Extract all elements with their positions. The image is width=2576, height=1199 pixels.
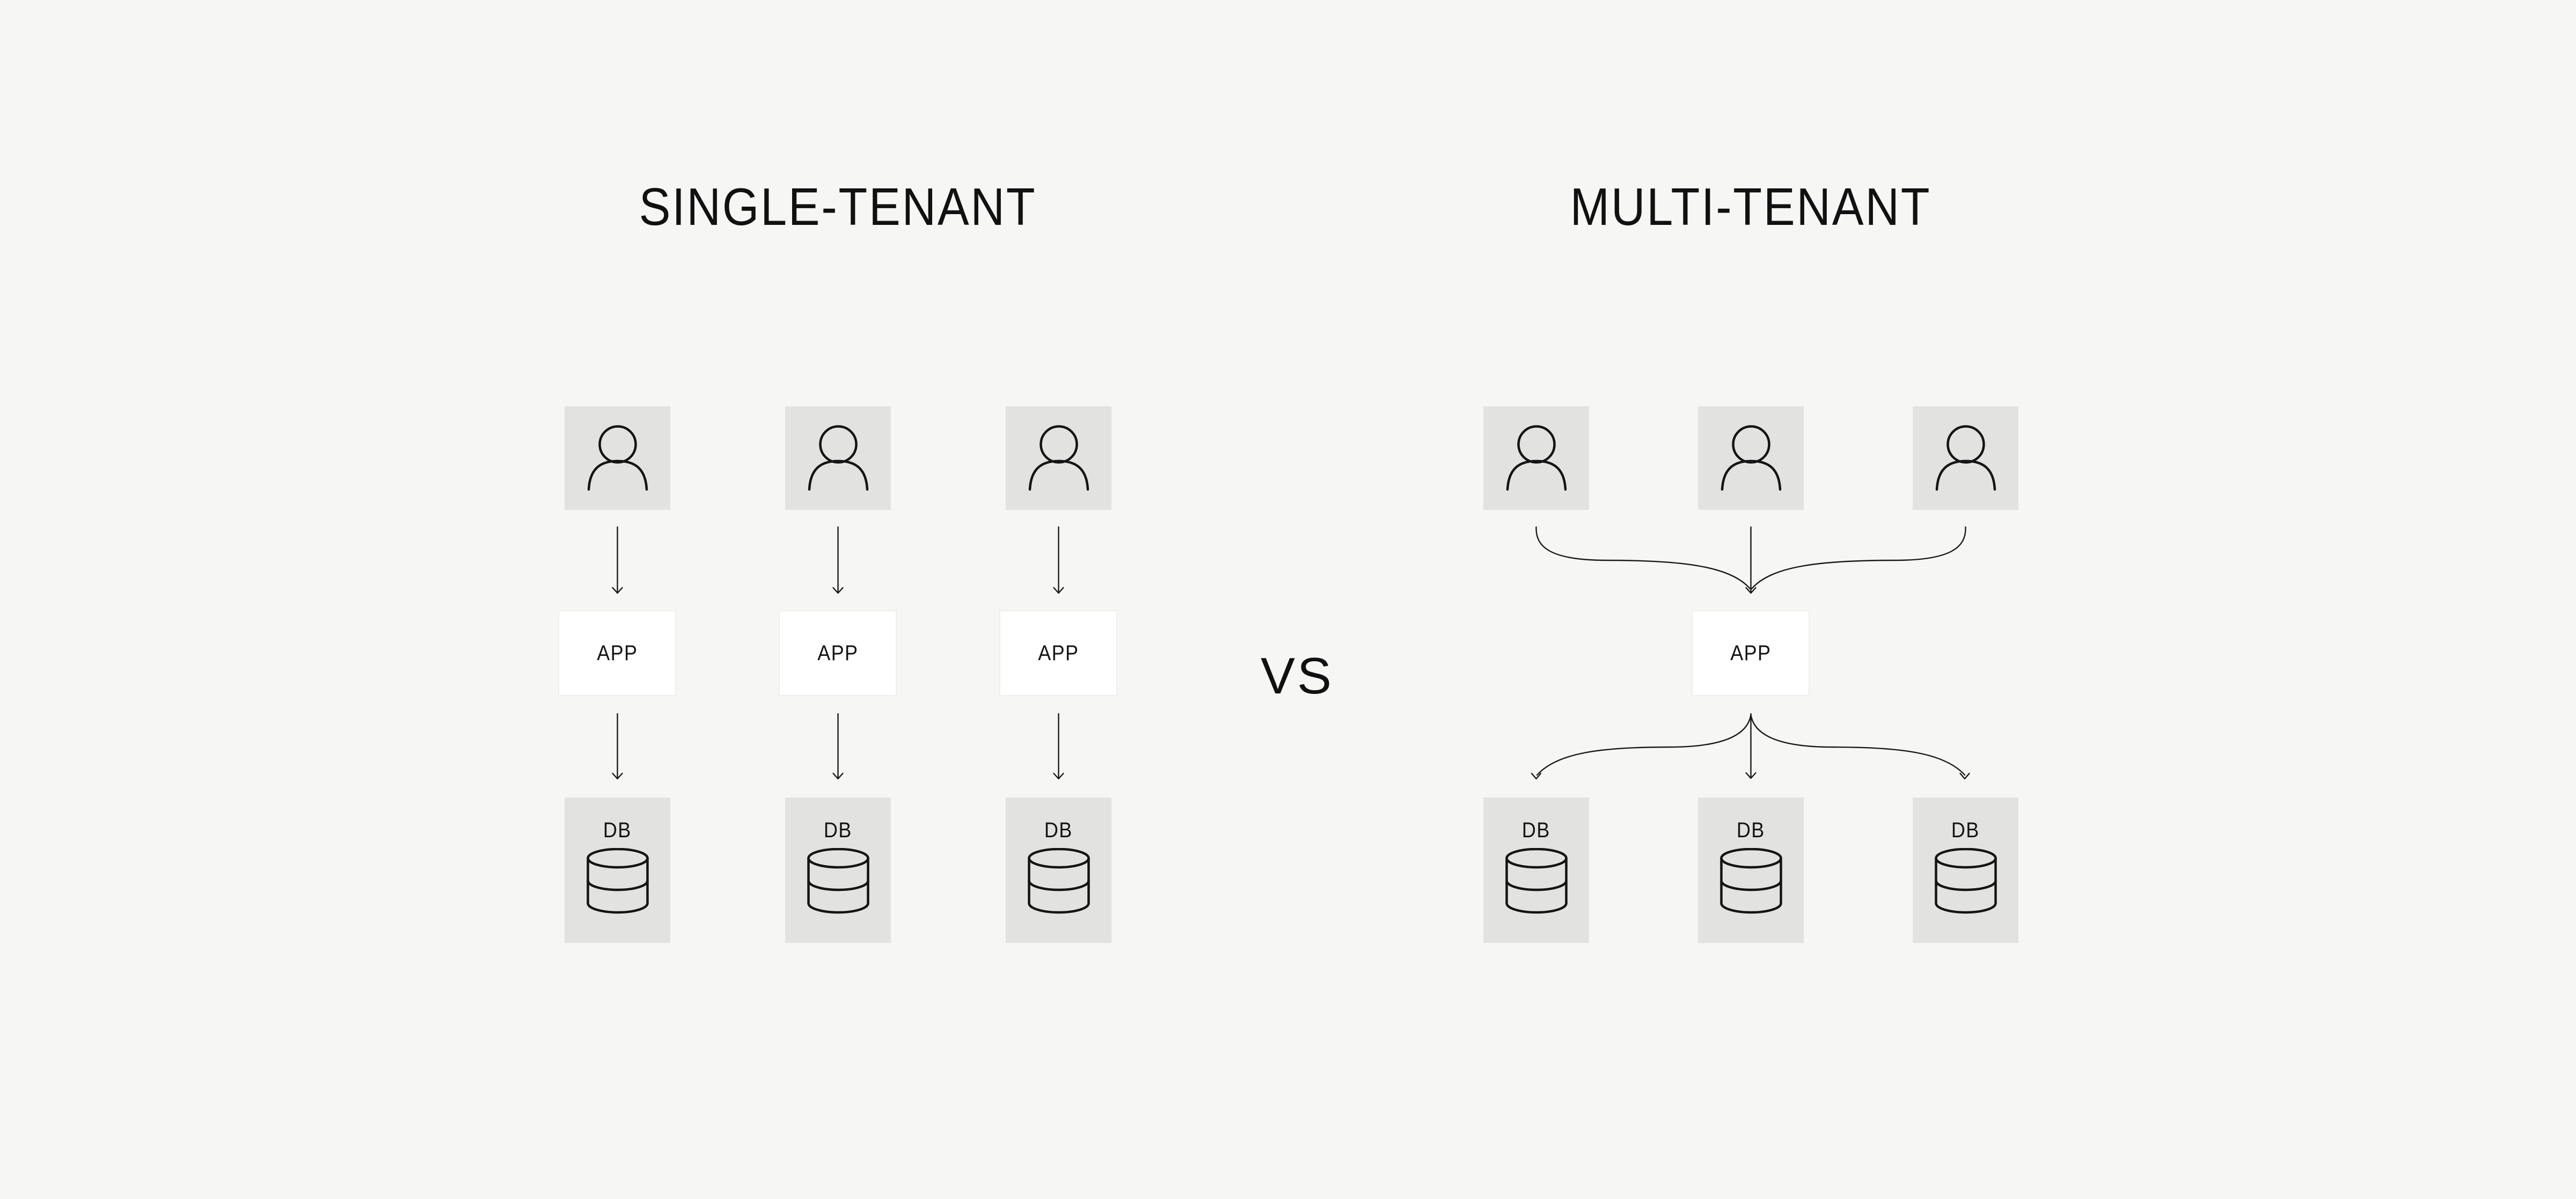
single-tenant-app-box: APP — [999, 610, 1117, 696]
database-icon — [586, 848, 649, 914]
user-icon — [1028, 425, 1089, 491]
user-icon — [808, 425, 868, 491]
app-label: APP — [1730, 641, 1772, 665]
multi-tenant-user-tile — [1698, 406, 1804, 510]
multi-tenant-user-tile — [1483, 406, 1589, 510]
single-tenant-user-tile — [785, 406, 891, 510]
single-tenant-db-tile: DB — [1006, 798, 1111, 943]
single-tenant-title: SINGLE-TENANT — [639, 177, 1037, 236]
database-icon — [1505, 848, 1568, 914]
single-tenant-app-box: APP — [558, 610, 676, 696]
arrow-down-icon — [612, 713, 1064, 780]
single-tenant-db-tile: DB — [785, 798, 891, 943]
single-tenant-user-tile — [565, 406, 670, 510]
vs-label: VS — [1260, 647, 1334, 705]
db-label: DB — [603, 818, 632, 842]
split-arrow-icon — [1531, 713, 1970, 780]
multi-tenant-db-tile: DB — [1698, 798, 1804, 943]
multi-tenant-title: MULTI-TENANT — [1570, 177, 1931, 236]
arrow-down-icon — [612, 526, 1064, 594]
db-label: DB — [1737, 818, 1765, 842]
multi-tenant-app-box: APP — [1692, 610, 1810, 696]
database-icon — [1934, 848, 1997, 914]
db-label: DB — [1522, 818, 1550, 842]
multi-tenant-db-tile: DB — [1483, 798, 1589, 943]
database-icon — [1719, 848, 1782, 914]
single-tenant-user-tile — [1006, 406, 1111, 510]
user-icon — [587, 425, 648, 491]
user-icon — [1935, 425, 1996, 491]
app-label: APP — [596, 641, 638, 665]
user-icon — [1506, 425, 1567, 491]
database-icon — [807, 848, 869, 914]
user-icon — [1721, 425, 1781, 491]
single-tenant-app-box: APP — [779, 610, 897, 696]
app-label: APP — [817, 641, 859, 665]
app-label: APP — [1037, 641, 1079, 665]
single-tenant-db-tile: DB — [565, 798, 670, 943]
db-label: DB — [824, 818, 852, 842]
merge-arrow-icon — [1535, 526, 1966, 594]
db-label: DB — [1951, 818, 1980, 842]
multi-tenant-user-tile — [1913, 406, 2018, 510]
database-icon — [1027, 848, 1090, 914]
db-label: DB — [1044, 818, 1073, 842]
multi-tenant-db-tile: DB — [1913, 798, 2018, 943]
